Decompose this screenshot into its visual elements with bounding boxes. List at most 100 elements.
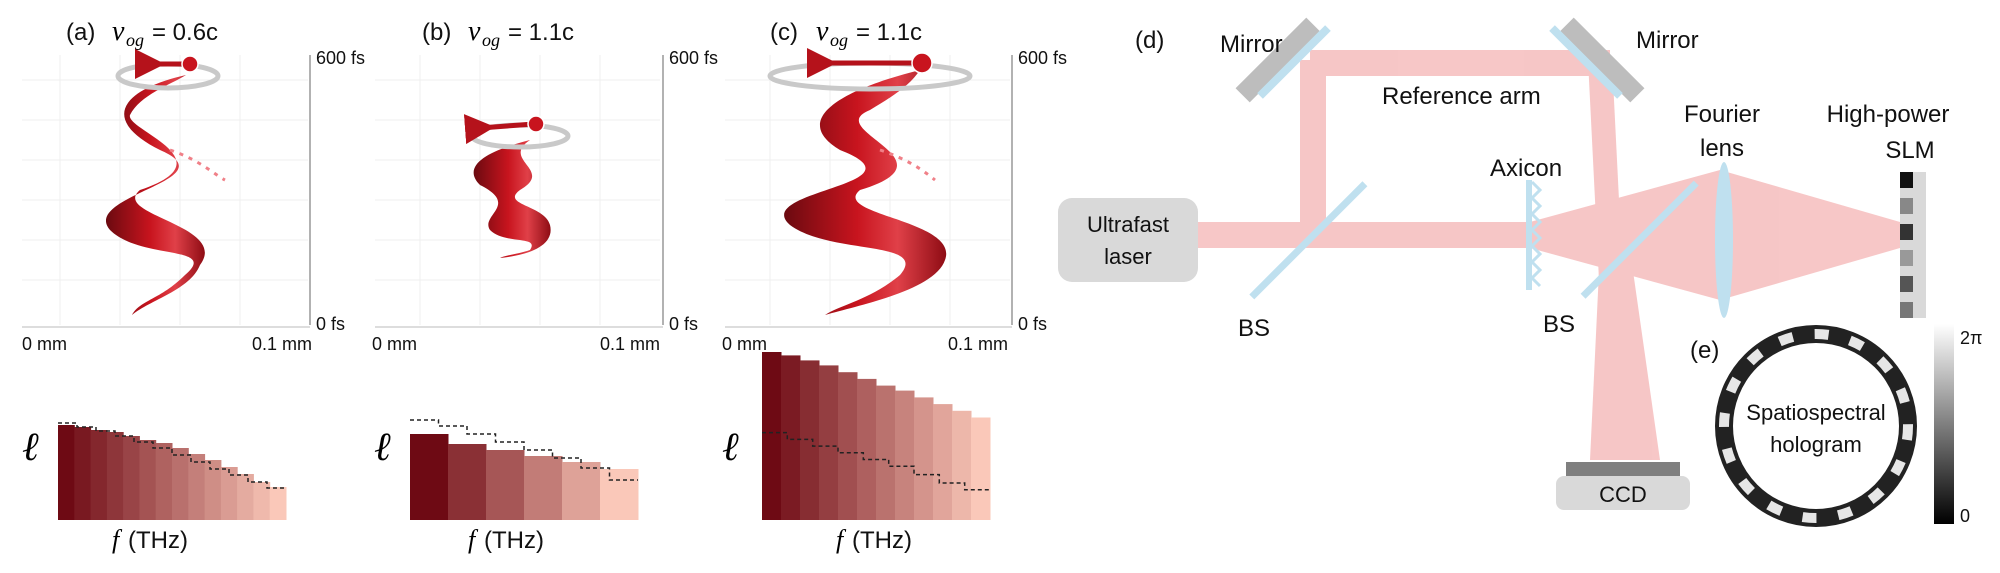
panel-c-t-bottom: 0 fs — [1018, 314, 1047, 334]
panel-a-x-left: 0 mm — [22, 334, 67, 354]
spectral-bar — [781, 355, 801, 520]
ccd-label: CCD — [1599, 482, 1647, 507]
spectral-bar — [410, 434, 449, 520]
beam-splitter-right — [1580, 180, 1699, 299]
panel-b-helix — [463, 114, 571, 258]
mirror-left-label: Mirror — [1220, 31, 1283, 58]
spectral-bar — [74, 427, 92, 520]
panel-b: (b) v og = 1.1c 600 fs 0 fs 0 mm 0.1 mm … — [372, 16, 718, 554]
panel-a-x-right: 0.1 mm — [252, 334, 312, 354]
panel-d-label: (d) — [1135, 27, 1164, 54]
hologram-label-line2: hologram — [1770, 432, 1862, 457]
mirror-left — [1235, 17, 1331, 103]
spectral-bar — [524, 456, 563, 520]
laser-beams — [1198, 50, 1900, 460]
slm-pixel — [1900, 198, 1913, 214]
panel-c-bars: ℓ f (THz) — [722, 352, 991, 554]
panel-b-velocity-symbol: v — [468, 16, 481, 47]
panel-c-dashed-trend — [762, 431, 990, 491]
spectral-bar — [971, 417, 991, 520]
ccd-body — [1556, 476, 1690, 510]
panel-a: (a) v og = 0.6c 600 fs 0 fs 0 mm 0.1 mm … — [22, 16, 365, 554]
ultrafast-laser: Ultrafast laser — [1058, 198, 1198, 282]
panel-b-t-bottom: 0 fs — [669, 314, 698, 334]
axicon — [1526, 180, 1543, 290]
phase-colorbar — [1934, 324, 1954, 524]
panel-a-velocity-symbol: v — [112, 16, 125, 47]
axicon-teeth — [1529, 180, 1543, 288]
spectral-bar — [448, 444, 487, 520]
spectral-bar — [600, 469, 639, 520]
panel-c-bars-x-unit: (THz) — [852, 527, 912, 554]
panel-c-t-top: 600 fs — [1018, 48, 1067, 68]
panel-a-velocity-value: = 0.6c — [152, 19, 218, 46]
panel-b-x-right: 0.1 mm — [600, 334, 660, 354]
bs-left-label: BS — [1238, 315, 1270, 342]
panel-a-bars-y-symbol: ℓ — [22, 424, 39, 469]
ccd-camera: CCD — [1556, 462, 1690, 510]
spectral-bar — [857, 378, 877, 520]
slm-pixel — [1900, 172, 1913, 188]
spectral-bar — [106, 432, 124, 520]
panel-e-label: (e) — [1690, 337, 1719, 364]
spectral-bar — [800, 360, 820, 520]
spectral-bar — [155, 443, 173, 520]
hologram-ring-pattern — [1719, 329, 1913, 523]
spectral-bar — [952, 410, 972, 520]
spectral-bar — [253, 482, 271, 520]
laser-box — [1058, 198, 1198, 282]
panel-c-helix-surface — [784, 70, 947, 315]
panel-a-t-top: 600 fs — [316, 48, 365, 68]
spectral-bar — [762, 352, 782, 520]
panel-a-grid — [22, 55, 308, 325]
fourier-lens-label-line2: lens — [1700, 135, 1744, 162]
panel-e-hologram: (e) Spatiospectral hologram 2π 0 — [1690, 324, 1982, 527]
panel-b-grid — [375, 55, 660, 325]
spectral-bar — [237, 474, 254, 520]
beam-bs-to-axicon — [1320, 222, 1530, 248]
panel-a-bar-group — [58, 425, 287, 520]
panel-b-velocity-subscript: og — [482, 30, 500, 50]
panel-b-marker-dot — [527, 115, 545, 133]
panel-b-bars-y-symbol: ℓ — [374, 424, 391, 469]
fourier-lens-label-line1: Fourier — [1684, 101, 1760, 128]
spectral-bar — [139, 440, 157, 520]
panel-a-dashed-trend — [58, 422, 286, 489]
spectral-bar — [486, 450, 525, 520]
panel-c-velocity-symbol: v — [816, 16, 829, 47]
panel-a-label: (a) — [66, 19, 95, 46]
panel-b-x-left: 0 mm — [372, 334, 417, 354]
beam-splitter-left — [1249, 181, 1368, 300]
spectral-bar — [123, 436, 140, 520]
laser-label-line1: Ultrafast — [1087, 212, 1169, 237]
slm-pixel — [1900, 224, 1913, 240]
panel-b-bar-group — [410, 434, 639, 520]
spectral-bar — [895, 390, 915, 520]
panel-c-helix — [767, 48, 973, 315]
ccd-sensor — [1566, 462, 1680, 476]
beam-fourier-cone — [1530, 170, 1900, 300]
panel-c-label: (c) — [770, 19, 798, 46]
panel-c-bar-group — [762, 352, 991, 520]
panel-a-helix — [105, 49, 226, 315]
fourier-lens — [1715, 162, 1733, 318]
slm-pixel — [1900, 250, 1913, 266]
panel-b-bars: ℓ f (THz) — [374, 419, 639, 554]
panel-c-velocity-value: = 1.1c — [856, 19, 922, 46]
spectral-bar — [933, 404, 953, 520]
panel-c-bars-x-symbol: f — [836, 525, 847, 554]
axicon-label: Axicon — [1490, 155, 1562, 182]
panel-c-x-left: 0 mm — [722, 334, 767, 354]
panel-a-bars: ℓ f (THz) — [22, 422, 287, 554]
spectral-bar — [876, 385, 896, 520]
colorbar-bottom-label: 0 — [1960, 506, 1970, 526]
panel-b-bars-x-symbol: f — [468, 525, 479, 554]
mirror-left-frame — [1235, 17, 1321, 103]
panel-b-dashed-trend — [410, 419, 638, 481]
bs-right-label: BS — [1543, 311, 1575, 338]
panel-b-motion-arrow — [463, 114, 535, 145]
mirror-right-label: Mirror — [1636, 27, 1699, 54]
slm-pixel — [1900, 276, 1913, 292]
axicon-body — [1526, 180, 1532, 290]
slm-frame — [1900, 172, 1926, 318]
